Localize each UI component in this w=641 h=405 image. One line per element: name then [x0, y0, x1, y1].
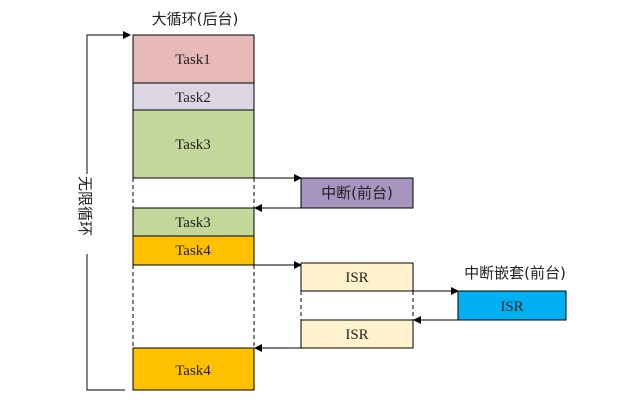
- nested-interrupt-label: 中断嵌套(前台): [464, 264, 566, 282]
- task2-label: Task2: [175, 90, 211, 106]
- nested-isr-label: ISR: [500, 299, 523, 315]
- task3-resume-label: Task3: [175, 215, 211, 231]
- task3-resume-block: [132, 207, 255, 237]
- loop-label: 无限循环: [76, 176, 94, 236]
- task4-block: [132, 235, 255, 266]
- task1-label: Task1: [175, 52, 211, 68]
- isr-resume-block: [300, 319, 414, 349]
- isr-resume-label: ISR: [345, 327, 368, 343]
- isr-block: [300, 262, 414, 292]
- task3-label: Task3: [175, 137, 211, 153]
- task4-label: Task4: [175, 243, 211, 259]
- task3-block: [132, 109, 255, 179]
- task4-resume-block: [132, 347, 255, 391]
- isr-label: ISR: [345, 270, 368, 286]
- task4-resume-label: Task4: [175, 363, 211, 379]
- interrupt-label: 中断(前台): [321, 184, 393, 202]
- title-label: 大循环(后台): [152, 10, 239, 28]
- interrupt-block: [300, 177, 414, 209]
- task1-block: [132, 34, 255, 84]
- nested-isr-block: [457, 290, 567, 321]
